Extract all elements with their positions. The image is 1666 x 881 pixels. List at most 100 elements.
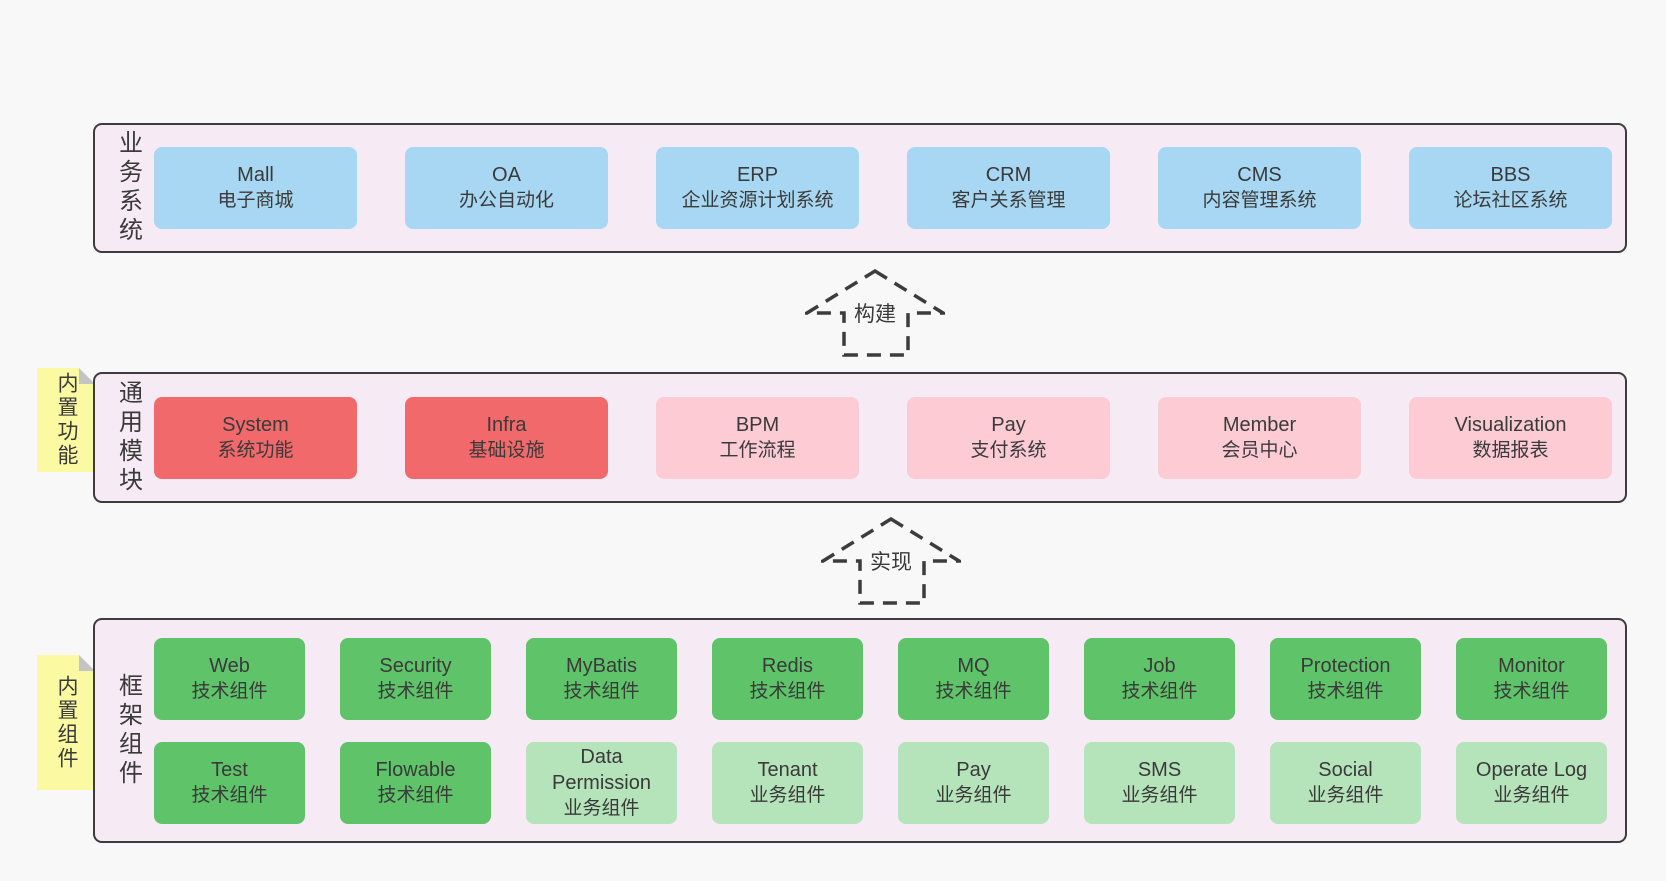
builtin-components-note: 内置组件 xyxy=(37,655,95,790)
box-title: MQ xyxy=(957,654,990,677)
box-subtitle: 业务组件 xyxy=(1121,784,1198,806)
box-visualization: Visualization 数据报表 xyxy=(1409,396,1612,479)
box-title: Social xyxy=(1318,758,1373,781)
layer-framework-components-label: 框架组件 xyxy=(114,672,142,789)
box-protection: Protection 技术组件 xyxy=(1270,637,1421,720)
box-subtitle: 论坛社区系统 xyxy=(1453,190,1568,211)
box-subtitle: 技术组件 xyxy=(191,784,268,806)
box-mybatis: MyBatis 技术组件 xyxy=(526,637,677,720)
box-title: CMS xyxy=(1237,164,1282,186)
build-arrow-label: 构建 xyxy=(850,296,900,330)
box-title: Member xyxy=(1222,413,1297,436)
box-subtitle: 技术组件 xyxy=(191,680,268,702)
box-operate-log: Operate Log 业务组件 xyxy=(1456,741,1607,824)
layer-common-modules-label: 通用模块 xyxy=(114,379,142,496)
builtin-components-note-label: 内置组件 xyxy=(55,674,78,771)
box-subtitle: 技术组件 xyxy=(1121,680,1198,702)
box-job: Job 技术组件 xyxy=(1084,637,1235,720)
box-title: Tenant xyxy=(757,758,818,781)
box-monitor: Monitor 技术组件 xyxy=(1456,637,1607,720)
box-title: Flowable xyxy=(375,758,456,781)
box-subtitle: 会员中心 xyxy=(1221,439,1298,461)
box-title: OA xyxy=(492,164,521,186)
box-title: ERP xyxy=(736,164,779,186)
box-subtitle: 企业资源计划系统 xyxy=(681,190,834,211)
box-title: Data Permission xyxy=(552,745,651,794)
box-subtitle: 技术组件 xyxy=(1493,680,1570,702)
box-title: Monitor xyxy=(1498,654,1565,677)
box-subtitle: 技术组件 xyxy=(563,680,640,702)
box-subtitle: 工作流程 xyxy=(719,439,796,461)
box-sms: SMS 业务组件 xyxy=(1084,741,1235,824)
box-title: BPM xyxy=(735,413,780,436)
box-infra: Infra 基础设施 xyxy=(405,396,608,479)
box-subtitle: 业务组件 xyxy=(935,784,1012,806)
box-test: Test 技术组件 xyxy=(154,741,305,824)
box-oa: OA 办公自动化 xyxy=(405,147,608,229)
box-title: Mall xyxy=(237,164,274,186)
box-title: Test xyxy=(211,758,248,781)
box-pay: Pay 支付系统 xyxy=(907,396,1110,479)
common-modules-box-row: System 系统功能 Infra 基础设施 BPM 工作流程 Pay 支付系统 Member 会… xyxy=(154,374,1626,501)
box-title: Security xyxy=(379,654,452,677)
box-mq: MQ 技术组件 xyxy=(898,637,1049,720)
up-block-arrow-icon xyxy=(821,516,961,605)
box-subtitle: 业务组件 xyxy=(1493,784,1570,806)
box-tenant: Tenant 业务组件 xyxy=(712,741,863,824)
up-block-arrow-icon xyxy=(805,268,945,357)
box-title: Redis xyxy=(761,654,814,677)
builtin-features-note: 内置功能 xyxy=(37,368,95,472)
box-title: Web xyxy=(209,654,250,677)
box-title: Pay xyxy=(956,758,991,781)
box-title: Protection xyxy=(1300,654,1391,677)
box-social: Social 业务组件 xyxy=(1270,741,1421,824)
box-title: Operate Log xyxy=(1475,758,1588,781)
box-subtitle: 办公自动化 xyxy=(458,190,554,211)
box-subtitle: 系统功能 xyxy=(217,439,294,461)
box-title: SMS xyxy=(1137,758,1182,781)
box-subtitle: 支付系统 xyxy=(970,439,1047,461)
box-flowable: Flowable 技术组件 xyxy=(340,741,491,824)
box-title: BBS xyxy=(1490,164,1531,186)
box-subtitle: 基础设施 xyxy=(468,439,545,461)
box-subtitle: 业务组件 xyxy=(749,784,826,806)
build-arrow: 构建 xyxy=(805,268,945,358)
box-title: Visualization xyxy=(1454,413,1567,436)
box-title: Pay xyxy=(991,413,1026,436)
layer-business-systems-label: 业务系统 xyxy=(114,130,142,246)
box-title: MyBatis xyxy=(565,654,638,677)
box-redis: Redis 技术组件 xyxy=(712,637,863,720)
box-system: System 系统功能 xyxy=(154,396,357,479)
builtin-features-note-label: 内置功能 xyxy=(55,372,78,468)
box-web: Web 技术组件 xyxy=(154,637,305,720)
box-erp: ERP 企业资源计划系统 xyxy=(656,147,859,229)
box-subtitle: 技术组件 xyxy=(935,680,1012,702)
box-member: Member 会员中心 xyxy=(1158,396,1361,479)
box-data-permission: Data Permission 业务组件 xyxy=(526,741,677,824)
box-subtitle: 业务组件 xyxy=(563,797,640,819)
implement-arrow: 实现 xyxy=(821,516,961,606)
box-subtitle: 内容管理系统 xyxy=(1202,190,1317,211)
box-title: CRM xyxy=(985,164,1032,186)
box-subtitle: 技术组件 xyxy=(377,784,454,806)
layer-common-modules: 通用模块 System 系统功能 Infra 基础设施 BPM 工作流程 Pay 支付系统 Me… xyxy=(93,372,1627,503)
box-bbs: BBS 论坛社区系统 xyxy=(1409,147,1612,229)
box-subtitle: 数据报表 xyxy=(1472,439,1549,461)
box-pay: Pay 业务组件 xyxy=(898,741,1049,824)
box-bpm: BPM 工作流程 xyxy=(656,396,859,479)
box-title: Infra xyxy=(486,413,527,436)
box-cms: CMS 内容管理系统 xyxy=(1158,147,1361,229)
box-title: Job xyxy=(1143,654,1176,677)
box-subtitle: 技术组件 xyxy=(1307,680,1384,702)
box-subtitle: 技术组件 xyxy=(749,680,826,702)
box-subtitle: 技术组件 xyxy=(377,680,454,702)
box-title: System xyxy=(222,413,289,436)
box-subtitle: 业务组件 xyxy=(1307,784,1384,806)
